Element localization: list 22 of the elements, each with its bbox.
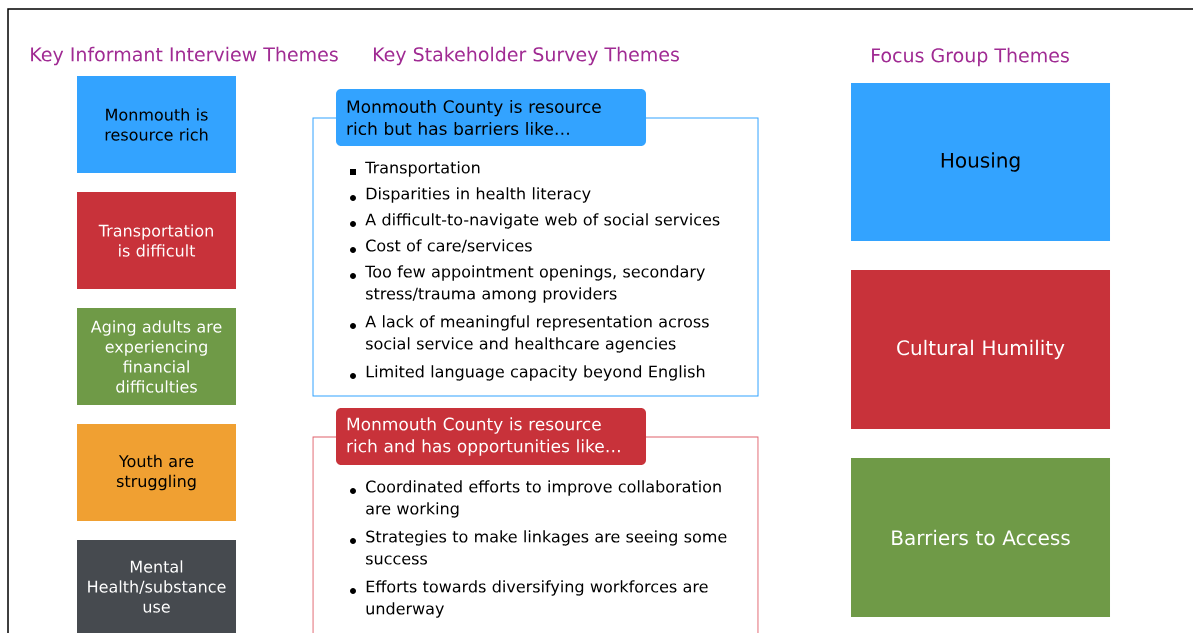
theme-box: Housing [851, 83, 1110, 241]
theme-box: Monmouth is resource rich [77, 76, 236, 173]
theme-box: Youth are struggling [77, 424, 236, 521]
theme-box: Aging adults are experiencing financial difficulties [77, 308, 236, 405]
list-item: Cost of care/services [350, 239, 532, 253]
list-item: Too few appointment openings, secondary stress/trauma among providers [350, 265, 705, 303]
list-item: Limited language capacity beyond English [350, 365, 705, 381]
panel-header: Monmouth County is resource rich but has barriers like… [336, 89, 646, 146]
panel-header: Monmouth County is resource rich and has opportunities like… [336, 408, 646, 465]
column-heading: Key Informant Interview Themes [31, 46, 338, 66]
theme-box: Cultural Humility [851, 270, 1110, 429]
list-item: A lack of meaningful representation across social service and healthcare agencies [350, 315, 709, 353]
list-item: Strategies to make linkages are seeing some success [350, 530, 727, 565]
column-heading: Key Stakeholder Survey Themes [374, 46, 679, 66]
theme-box: Transportation is difficult [77, 192, 236, 289]
list-item: Efforts towards diversifying workforces are underway [350, 580, 708, 618]
list-item: Transportation [350, 161, 480, 177]
list-item: A difficult-to-navigate web of social services [350, 213, 720, 229]
list-item: Disparities in health literacy [350, 187, 591, 203]
theme-box: Barriers to Access [851, 458, 1110, 617]
list-item: Coordinated efforts to improve collaboration are working [350, 480, 721, 518]
theme-box: Mental Health/substance use [77, 540, 236, 633]
